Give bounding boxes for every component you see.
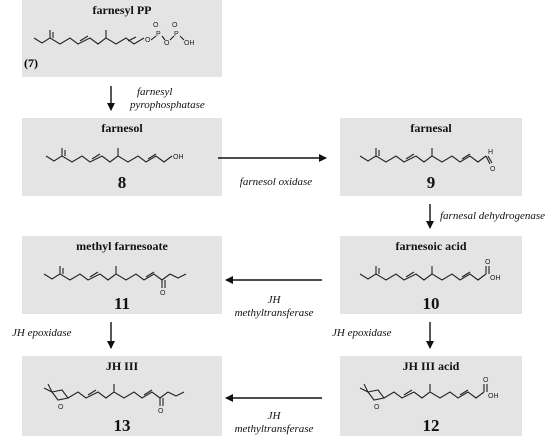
jh3-name: JH III: [105, 359, 139, 373]
jh3-epoxide-o: O: [58, 404, 64, 411]
enzyme-pyrophosphatase-line1: farnesyl: [137, 86, 173, 98]
enzyme-pyrophosphatase-line2: pyrophosphatase: [130, 99, 205, 111]
enzyme-jh-methyltransferase-2: JH methyltransferase: [226, 410, 322, 436]
box-farnesal: farnesal H O 9: [340, 118, 522, 196]
farnesal-o: O: [490, 166, 496, 173]
jh3-acid-structure: O O OH: [359, 377, 499, 411]
pp-o3: O: [153, 22, 159, 29]
methyl-farnesoate-name: methyl farnesoate: [76, 239, 168, 253]
enzyme-jh-mt-2-line1: JH: [267, 410, 281, 422]
carbon-chain: [33, 30, 145, 45]
farnesol-number: 8: [117, 173, 127, 192]
farnesoic-acid-oh: OH: [490, 275, 501, 282]
enzyme-jh-mt-1-line1: JH: [267, 294, 281, 306]
enzyme-farnesol-oxidase: farnesol oxidase: [239, 176, 313, 188]
farnesyl-pp-number: (7): [24, 56, 38, 70]
jh3-acid-epoxide-o: O: [374, 404, 380, 411]
farnesyl-pp-name: farnesyl PP: [92, 3, 152, 17]
farnesal-name: farnesal: [410, 121, 452, 135]
jh3-acid-name: JH III acid: [402, 359, 460, 373]
pp-p2: P: [174, 31, 179, 38]
double-bond: [127, 36, 137, 42]
enzyme-jh-epoxidase-left: JH epoxidase: [12, 327, 72, 339]
farnesoic-acid-name: farnesoic acid: [395, 239, 467, 253]
farnesal-number: 9: [426, 173, 436, 192]
pp-o1: O: [145, 37, 151, 44]
jh3-acid-o: O: [483, 377, 489, 384]
farnesal-h: H: [488, 149, 493, 156]
jh3-acid-oh: OH: [488, 393, 499, 400]
farnesal-structure: H O: [359, 148, 496, 173]
pp-oh: OH: [184, 40, 195, 47]
farnesoic-acid-structure: O OH: [359, 259, 501, 282]
methyl-farnesoate-o: O: [160, 290, 166, 297]
box-farnesyl-pp: farnesyl PP O P O P OH O O (7): [22, 0, 222, 77]
jh3-structure: O O: [43, 383, 185, 415]
enzyme-jh-epoxidase-right: JH epoxidase: [332, 327, 392, 339]
pp-p1: P: [156, 31, 161, 38]
enzyme-pyrophosphatase: farnesyl pyrophosphatase: [130, 86, 205, 112]
box-methyl-farnesoate: methyl farnesoate O 11: [22, 236, 222, 314]
jh3-acid-number: 12: [422, 416, 440, 435]
enzyme-jh-mt-1-line2: methyltransferase: [234, 307, 314, 319]
farnesoic-acid-number: 10: [422, 294, 440, 313]
box-farnesoic-acid: farnesoic acid O OH 10: [340, 236, 522, 314]
box-jh3-acid: JH III acid O O OH 12: [340, 356, 522, 436]
enzyme-farnesal-dehydrogenase: farnesal dehydrogenase: [440, 210, 545, 222]
methyl-farnesoate-number: 11: [113, 294, 131, 313]
double-bond: [79, 35, 89, 42]
farnesol-oh: OH: [173, 154, 184, 161]
farnesoic-acid-o: O: [485, 259, 491, 266]
box-farnesol: farnesol OH 8: [22, 118, 222, 196]
enzyme-jh-mt-2-line2: methyltransferase: [234, 423, 314, 435]
farnesyl-pp-structure: O P O P OH O O: [33, 22, 195, 47]
box-jh3: JH III O O 13: [22, 356, 222, 436]
methyl-farnesoate-structure: O: [43, 266, 187, 297]
farnesol-structure: OH: [45, 148, 184, 163]
pp-o4: O: [172, 22, 178, 29]
jh3-o: O: [158, 408, 164, 415]
pp-o2: O: [164, 40, 170, 47]
jh3-number: 13: [113, 416, 131, 435]
farnesol-name: farnesol: [101, 121, 143, 135]
enzyme-jh-methyltransferase-1: JH methyltransferase: [226, 294, 322, 320]
